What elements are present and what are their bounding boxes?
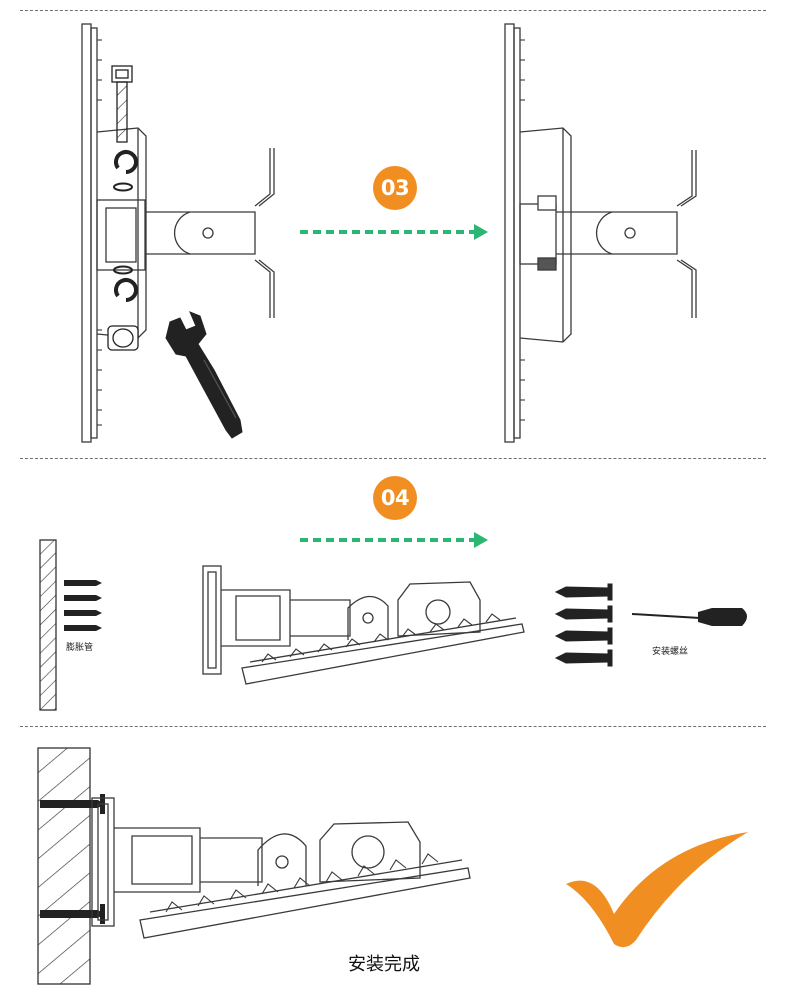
separator-1	[20, 458, 766, 459]
anchor-tube-label: 膨胀管	[66, 643, 94, 653]
wall-large	[37, 747, 91, 985]
install-complete-label: 安装完成	[348, 954, 420, 975]
checkmark-icon	[566, 832, 748, 948]
step-badge-03: 03	[373, 166, 417, 210]
wrench-icon	[165, 311, 243, 439]
dashed-arrow-step3	[300, 224, 488, 240]
separator-2	[20, 726, 766, 727]
dashed-arrow-step4	[300, 532, 488, 548]
step-badge-04: 04	[373, 476, 417, 520]
lamp-side-view-after	[504, 23, 697, 443]
wall-section	[39, 539, 57, 711]
lamp-side-view-before	[81, 23, 275, 443]
screwdriver-icon	[631, 608, 747, 626]
separator-top	[20, 10, 766, 11]
mounted-floodlight	[91, 797, 471, 939]
install-screws	[554, 583, 613, 667]
anchor-tubes	[64, 580, 102, 631]
install-screws-label: 安装螺丝	[652, 647, 689, 657]
bolt-hardware	[107, 65, 139, 351]
floodlight-assembly	[202, 565, 525, 685]
